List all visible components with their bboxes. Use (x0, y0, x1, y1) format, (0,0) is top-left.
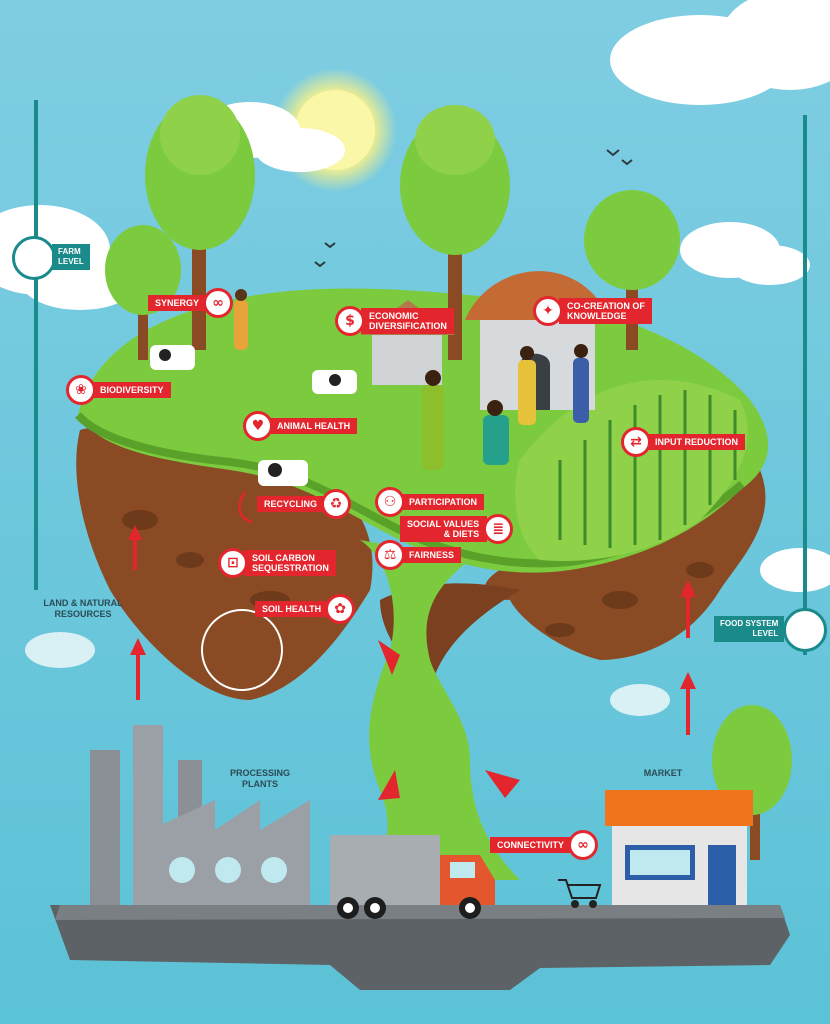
green-path (330, 540, 520, 880)
synergy-label: SYNERGY ∞ (148, 288, 234, 318)
market-building (605, 790, 753, 905)
economic-diversification-text: ECONOMIC DIVERSIFICATION (361, 308, 454, 334)
synergy-text: SYNERGY (148, 295, 208, 311)
soil-health-label: SOIL HEALTH ✿ (255, 594, 356, 624)
lightbulb-icon: ✦ (533, 296, 563, 326)
cart-icon (558, 879, 602, 908)
co-creation-text: CO-CREATION OF KNOWLEDGE (559, 298, 652, 324)
food-system-level-label: FOOD SYSTEM LEVEL (714, 616, 785, 642)
people (234, 289, 589, 470)
arrows-exchange-icon: ⇄ (621, 427, 651, 457)
social-values-label: SOCIAL VALUES & DIETS ≣ (400, 514, 514, 544)
soil-carbon-text: SOIL CARBON SEQUESTRATION (244, 550, 336, 576)
animal-health-label: ♥ ANIMAL HEALTH (243, 411, 358, 441)
biodiversity-label: ❀ BIODIVERSITY (66, 375, 171, 405)
link-icon: ∞ (568, 830, 599, 860)
recycling-text: RECYCLING (257, 496, 326, 512)
factory (90, 725, 310, 905)
truck (330, 835, 495, 919)
document-icon: ≣ (483, 514, 514, 544)
recycling-label: RECYCLING ♻ (257, 489, 352, 519)
farm-level-icon (12, 236, 56, 280)
land-resources-label: LAND & NATURAL RESOURCES (43, 598, 123, 619)
soil-carbon-label: ⊡ SOIL CARBON SEQUESTRATION (218, 548, 336, 578)
soil-health-text: SOIL HEALTH (255, 601, 330, 617)
farm-level-label: FARM LEVEL (52, 244, 90, 270)
animal-health-text: ANIMAL HEALTH (269, 418, 358, 434)
recycle-icon: ♻ (321, 489, 352, 519)
biodiversity-text: BIODIVERSITY (92, 382, 171, 398)
co-creation-label: ✦ CO-CREATION OF KNOWLEDGE (533, 296, 652, 326)
social-values-text: SOCIAL VALUES & DIETS (400, 516, 488, 542)
input-reduction-label: ⇄ INPUT REDUCTION (621, 427, 745, 457)
scales-icon: ⚖ (375, 540, 405, 570)
soil-zoom (201, 609, 283, 691)
right-rail (803, 115, 807, 655)
lock-icon: ⊡ (218, 548, 248, 578)
trees (105, 95, 792, 860)
left-rail (34, 100, 38, 590)
connectivity-text: CONNECTIVITY (490, 837, 573, 853)
dollar-icon: $ (335, 306, 365, 336)
input-reduction-text: INPUT REDUCTION (647, 434, 745, 450)
economic-diversification-label: $ ECONOMIC DIVERSIFICATION (335, 306, 454, 336)
ground (50, 905, 790, 990)
participation-label: ⚇ PARTICIPATION (375, 487, 484, 517)
people-icon: ⚇ (375, 487, 405, 517)
hand-plant-icon: ✿ (325, 594, 356, 624)
soil-right (485, 470, 766, 660)
fairness-label: ⚖ FAIRNESS (375, 540, 462, 570)
connectivity-label: CONNECTIVITY ∞ (490, 830, 599, 860)
participation-text: PARTICIPATION (401, 494, 484, 510)
biodiversity-icon: ❀ (66, 375, 96, 405)
fairness-text: FAIRNESS (401, 547, 462, 563)
birds (314, 149, 633, 268)
market-label: MARKET (643, 768, 683, 778)
processing-plants-label: PROCESSING PLANTS (229, 768, 290, 789)
food-system-level-icon (783, 608, 827, 652)
crop-rows (558, 390, 737, 548)
synergy-icon: ∞ (203, 288, 234, 318)
cows (150, 345, 357, 486)
heart-icon: ♥ (243, 411, 273, 441)
